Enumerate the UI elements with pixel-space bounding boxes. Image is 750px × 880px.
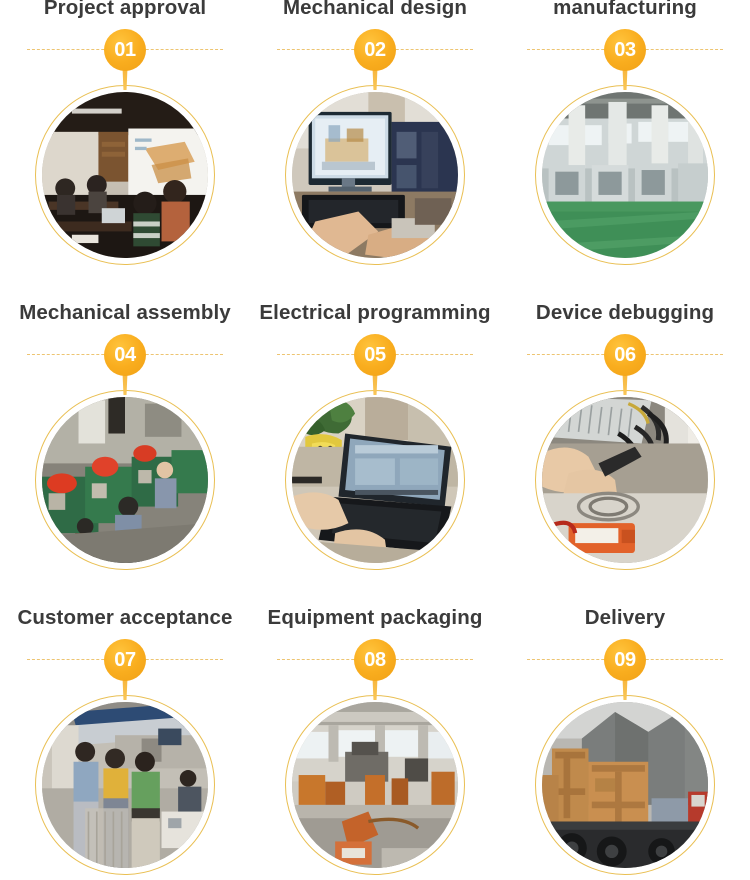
- truck-delivery-photo: [542, 702, 708, 868]
- step-title: manufacturing: [553, 0, 697, 19]
- process-step-07[interactable]: Customer acceptance 07: [0, 592, 250, 880]
- step-title: Mechanical assembly: [19, 301, 231, 324]
- process-step-08[interactable]: Equipment packaging 08: [250, 592, 500, 880]
- step-number-badge: 02: [354, 29, 396, 71]
- step-number-badge: 07: [104, 639, 146, 681]
- step-photo-ring[interactable]: [535, 85, 715, 265]
- step-photo-ring[interactable]: [35, 390, 215, 570]
- step-photo-ring[interactable]: [285, 390, 465, 570]
- step-photo-ring[interactable]: [35, 695, 215, 875]
- process-step-02[interactable]: Mechanical design 02: [250, 0, 500, 287]
- wiring-debug-photo: [542, 397, 708, 563]
- step-photo-ring[interactable]: [535, 695, 715, 875]
- customer-inspection-photo: [42, 702, 208, 868]
- step-photo-ring[interactable]: [285, 85, 465, 265]
- laptop-programming-photo: [292, 397, 458, 563]
- step-number-badge: 06: [604, 334, 646, 376]
- step-number: 03: [614, 39, 636, 61]
- step-title: Customer acceptance: [17, 606, 233, 629]
- step-number: 04: [114, 344, 136, 366]
- step-number-badge: 09: [604, 639, 646, 681]
- step-title: Equipment packaging: [267, 606, 483, 629]
- process-step-05[interactable]: Electrical programming 05: [250, 287, 500, 592]
- step-number: 02: [364, 39, 386, 61]
- process-step-06[interactable]: Device debugging 06: [500, 287, 750, 592]
- assembly-line-photo: [42, 397, 208, 563]
- step-number: 06: [614, 344, 636, 366]
- step-number-badge: 04: [104, 334, 146, 376]
- step-title: Mechanical design: [283, 0, 467, 19]
- process-step-09[interactable]: Delivery 09: [500, 592, 750, 880]
- step-photo-ring[interactable]: [535, 390, 715, 570]
- process-step-04[interactable]: Mechanical assembly 04: [0, 287, 250, 592]
- step-title: Project approval: [43, 0, 207, 19]
- step-number-badge: 01: [104, 29, 146, 71]
- step-number: 07: [114, 649, 136, 671]
- meeting-room-presentation-photo: [42, 92, 208, 258]
- step-number: 08: [364, 649, 386, 671]
- step-number-badge: 05: [354, 334, 396, 376]
- cnc-machine-shop-photo: [542, 92, 708, 258]
- step-title: Electrical programming: [259, 301, 491, 324]
- step-number-badge: 03: [604, 29, 646, 71]
- process-step-01[interactable]: Project approval 01: [0, 0, 250, 287]
- process-step-03[interactable]: manufacturing 03: [500, 0, 750, 287]
- step-photo-ring[interactable]: [285, 695, 465, 875]
- step-number: 05: [364, 344, 386, 366]
- step-number: 01: [114, 39, 136, 61]
- step-title: Delivery: [584, 606, 666, 629]
- step-number-badge: 08: [354, 639, 396, 681]
- cad-workstation-photo: [292, 92, 458, 258]
- step-number: 09: [614, 649, 636, 671]
- equipment-packaging-photo: [292, 702, 458, 868]
- step-title: Device debugging: [535, 301, 715, 324]
- step-photo-ring[interactable]: [35, 85, 215, 265]
